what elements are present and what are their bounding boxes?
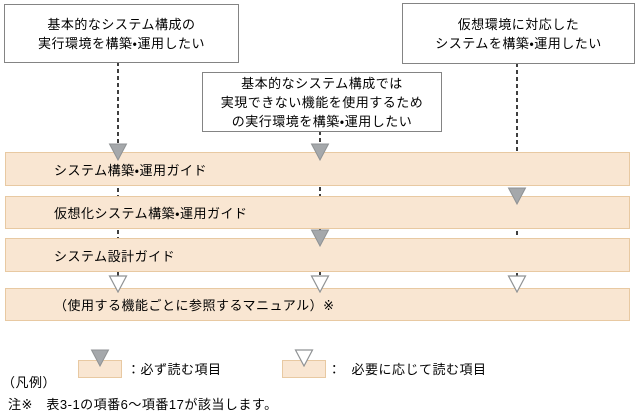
legend-label-must: ：必ず読む項目 [127,362,222,377]
must-read-arrow-icon [108,143,128,161]
manual-bar-system-construction: システム構築・運用ガイド [5,152,630,186]
legend-swatch-optional [282,348,326,378]
manual-bar-virtualization: 仮想化システム構築・運用ガイド [5,196,630,229]
manual-bar-label: システム設計ガイド [54,248,176,264]
legend-swatch-must [78,349,122,378]
manual-bar-label: 仮想化システム構築・運用ガイド [54,206,248,221]
need-box-advanced: 基本的なシステム構成では 実現できない機能を使用するため の実行環境を構築・運用… [202,72,442,132]
legend-must-read-arrow-icon [90,349,110,367]
optional-read-arrow-icon [310,275,330,293]
need-box-virtual: 仮想環境に対応した システムを構築・運用したい [402,3,635,64]
manual-bar-system-design: システム設計ガイド [5,238,630,272]
legend-optional-read-arrow-icon [294,348,314,367]
legend-item-optional: ： 必要に応じて読む項目 [282,348,487,378]
legend-label-optional: ： 必要に応じて読む項目 [331,362,487,377]
legend-item-must: ：必ず読む項目 [78,349,222,378]
manual-bar-label: （使用する機能ごとに参照するマニュアル）※ [54,298,335,313]
legend-title: （凡例） [2,375,57,390]
must-read-arrow-icon [310,229,330,247]
must-read-arrow-icon [507,187,527,205]
footnote: 注※ 表3-1の項番6〜項番17が該当します。 [8,397,278,412]
optional-read-arrow-icon [507,275,527,293]
need-box-basic: 基本的なシステム構成の 実行環境を構築・運用したい [4,4,239,63]
optional-read-arrow-icon [108,275,128,293]
manual-bar-function-manuals: （使用する機能ごとに参照するマニュアル）※ [5,288,630,321]
must-read-arrow-icon [310,143,330,161]
manual-bar-label: システム構築・運用ガイド [54,162,208,178]
